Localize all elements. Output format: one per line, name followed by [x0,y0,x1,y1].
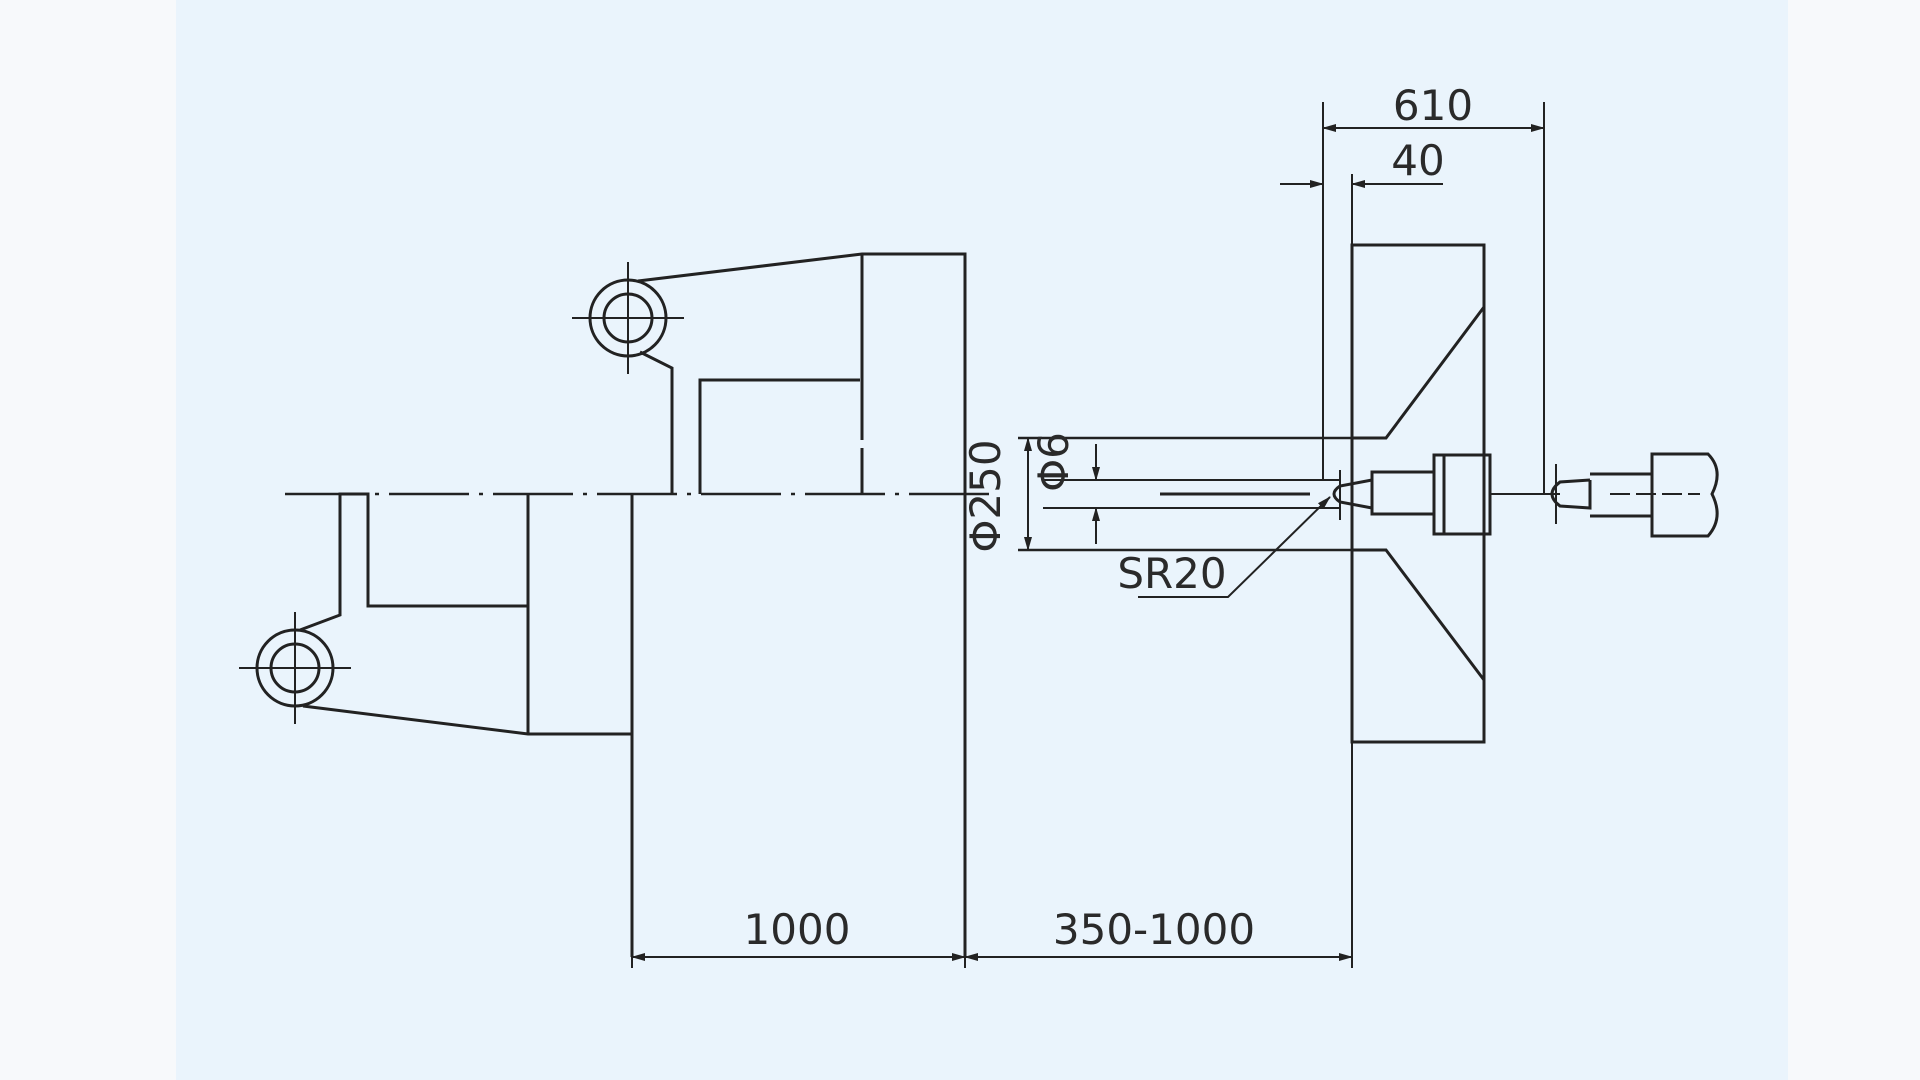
dim-350-1000-label: 350-1000 [1053,905,1255,954]
fixed-platen-taper-bottom [1352,548,1486,681]
upper-arm-inner [698,378,860,494]
fixed-platen-taper-top [1352,306,1486,440]
nozzle-flange [1432,453,1492,536]
lower-pivot-icon [239,612,351,724]
upper-arm-lower-edge [639,350,674,494]
dim-610-label: 610 [1393,81,1473,130]
dim-sr20-label: SR20 [1117,549,1226,598]
sr20-leader [1138,496,1331,598]
sprue-bushing [1370,470,1436,516]
fixed-platen [1350,243,1486,744]
lower-arm-bottom [302,494,634,736]
upper-arm [637,252,967,494]
drawing-panel [176,0,1788,1080]
dim-6-label: Φ6 [1029,432,1078,492]
injection-nozzle [1550,478,1592,510]
dim-40-label: 40 [1391,136,1444,185]
upper-pivot-icon [572,262,684,374]
moving-platen [630,494,967,957]
lower-arm [299,492,530,632]
injection-barrel [1650,452,1719,538]
dim-1000-label: 1000 [744,905,851,954]
dim-250-label: Φ250 [961,439,1010,552]
